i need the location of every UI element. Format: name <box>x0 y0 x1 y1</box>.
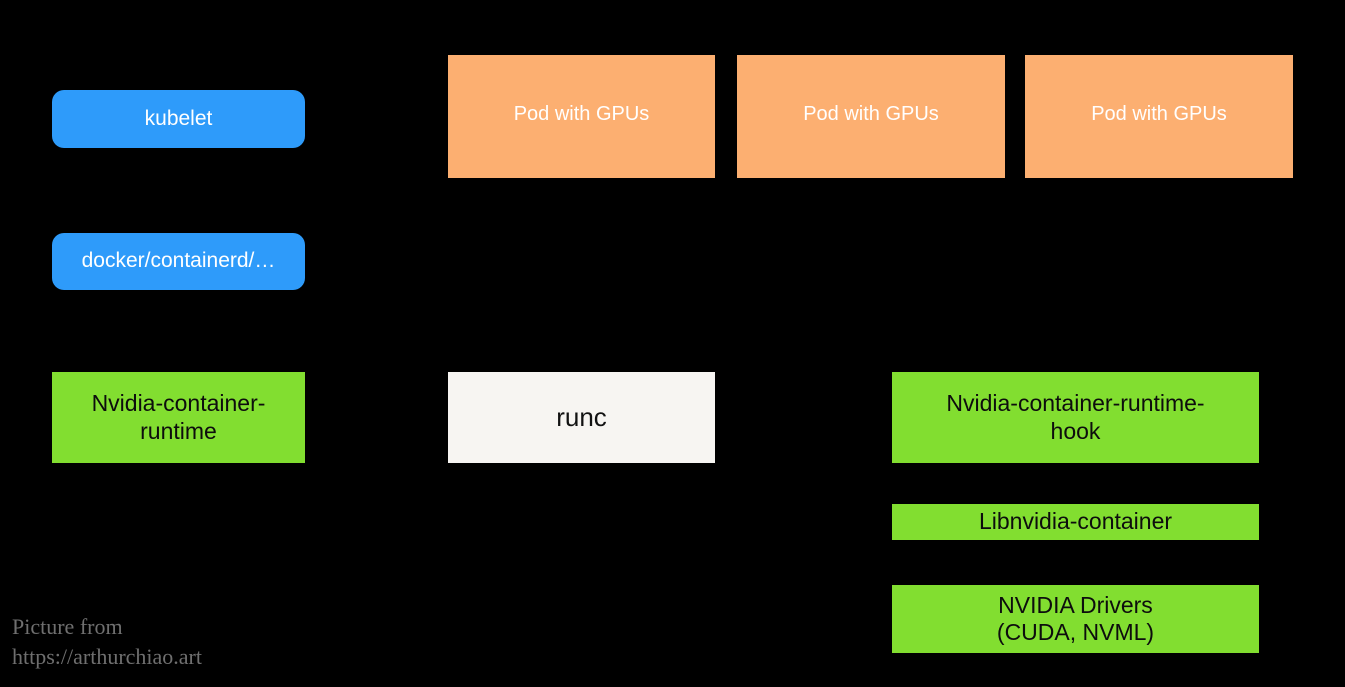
attribution-credit: Picture from https://arthurchiao.art <box>12 614 202 669</box>
node-libnvidia-container: Libnvidia-container <box>892 504 1259 540</box>
node-nvidia-drivers: NVIDIA Drivers (CUDA, NVML) <box>892 585 1259 653</box>
node-container-engine: docker/containerd/… <box>52 233 305 290</box>
node-nvidia-container-runtime-hook: Nvidia-container-runtime- hook <box>892 372 1259 463</box>
node-nvidia-container-runtime: Nvidia-container- runtime <box>52 372 305 463</box>
node-runc: runc <box>448 372 715 463</box>
node-pod-with-gpus-3: Pod with GPUs <box>1025 55 1293 178</box>
node-pod-with-gpus-1: Pod with GPUs <box>448 55 715 178</box>
node-kubelet: kubelet <box>52 90 305 148</box>
node-pod-with-gpus-2: Pod with GPUs <box>737 55 1005 178</box>
